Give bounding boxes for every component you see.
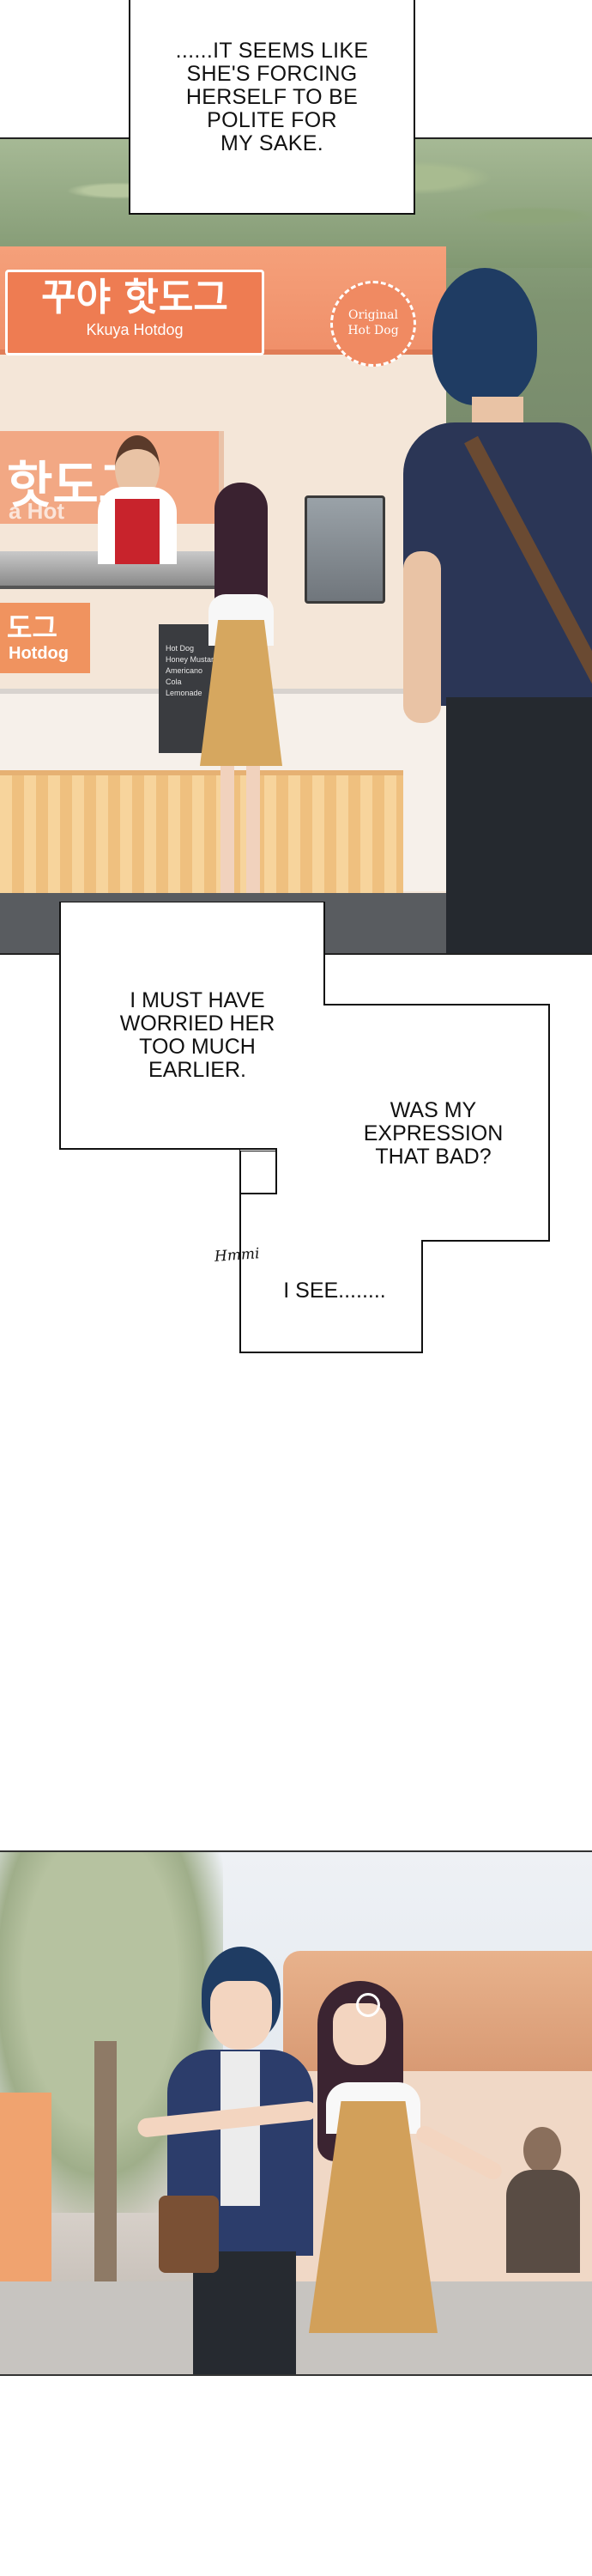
bubble-text-isee: I SEE........ <box>283 1279 386 1303</box>
plaza-ground <box>0 2281 592 2374</box>
girl-figure <box>150 483 322 929</box>
bubble-line: WORRIED HER <box>119 1012 275 1036</box>
menu-item: Hot Dog <box>166 644 195 653</box>
background-person <box>498 2127 583 2273</box>
bubble-line: EXPRESSION <box>363 1121 504 1145</box>
girl-figure-pointing <box>136 1981 505 2374</box>
girl-leg <box>220 766 234 908</box>
menu-item: Lemonade <box>166 689 202 697</box>
girl-leg <box>246 766 260 895</box>
lower-board-english: Hotdog <box>9 644 69 663</box>
stand-sign-english: Kkuya Hotdog <box>86 321 184 338</box>
bubble-line: WAS MY <box>390 1098 477 1122</box>
coffee-machine <box>305 495 385 604</box>
menu-item: Honey Mustard <box>166 655 219 664</box>
bubble-text-expression: WAS MY EXPRESSION THAT BAD? <box>339 1099 528 1169</box>
speech-bubble-polite: ......IT SEEMS LIKE SHE'S FORCING HERSEL… <box>129 0 415 215</box>
hair-clip-icon <box>356 1993 380 2017</box>
bubble-line: HERSELF TO BE <box>185 85 359 109</box>
boy-arm <box>403 551 441 723</box>
panel-pointing <box>0 1850 592 2376</box>
original-hotdog-badge: Original Hot Dog <box>330 281 416 367</box>
badge-line: Original <box>348 308 398 322</box>
boy-hair <box>432 268 537 405</box>
bubble-line: POLITE FOR <box>207 108 337 132</box>
hmm-sound-effect: Hmmi <box>214 1245 261 1266</box>
badge-line: Hot Dog <box>347 324 399 337</box>
bubble-outline <box>59 902 550 1353</box>
bubble-line: EARLIER. <box>148 1058 246 1082</box>
bubble-line: SHE'S FORCING <box>186 62 358 86</box>
vendor-apron <box>115 499 160 564</box>
boy-pants <box>446 697 592 953</box>
bubble-line: I MUST HAVE <box>130 988 265 1012</box>
bubble-text-worried: I MUST HAVE WORRIED HER TOO MUCH EARLIER… <box>103 989 292 1082</box>
stand-sign: 꾸야 핫도그 Kkuya Hotdog <box>5 270 264 355</box>
lower-board: 도그 Hotdog <box>0 603 90 673</box>
menu-item: Cola <box>166 677 182 686</box>
bubble-line: THAT BAD? <box>375 1145 492 1169</box>
boy-figure <box>395 268 592 953</box>
tree-trunk <box>94 2041 117 2290</box>
person-head <box>523 2127 561 2173</box>
bubble-line: ......IT SEEMS LIKE <box>175 39 369 63</box>
person-body <box>506 2170 580 2273</box>
counter-stripes <box>0 770 403 896</box>
panel-hotdog-stand: 꾸야 핫도그 Kkuya Hotdog Original Hot Dog 핫도그… <box>0 137 592 955</box>
boy-face <box>210 1981 272 2050</box>
shoulder-bag <box>159 2196 219 2273</box>
bubble-line: MY SAKE. <box>220 131 324 155</box>
stand-sign-korean: 꾸야 핫도그 <box>41 276 228 319</box>
bubble-path <box>59 902 550 1353</box>
menu-item: Americano <box>166 666 203 675</box>
lower-board-korean: 도그 <box>7 611 57 644</box>
vendor-figure <box>86 435 189 564</box>
board-english: a Hot <box>9 498 64 524</box>
bubble-line: TOO MUCH <box>139 1035 256 1059</box>
